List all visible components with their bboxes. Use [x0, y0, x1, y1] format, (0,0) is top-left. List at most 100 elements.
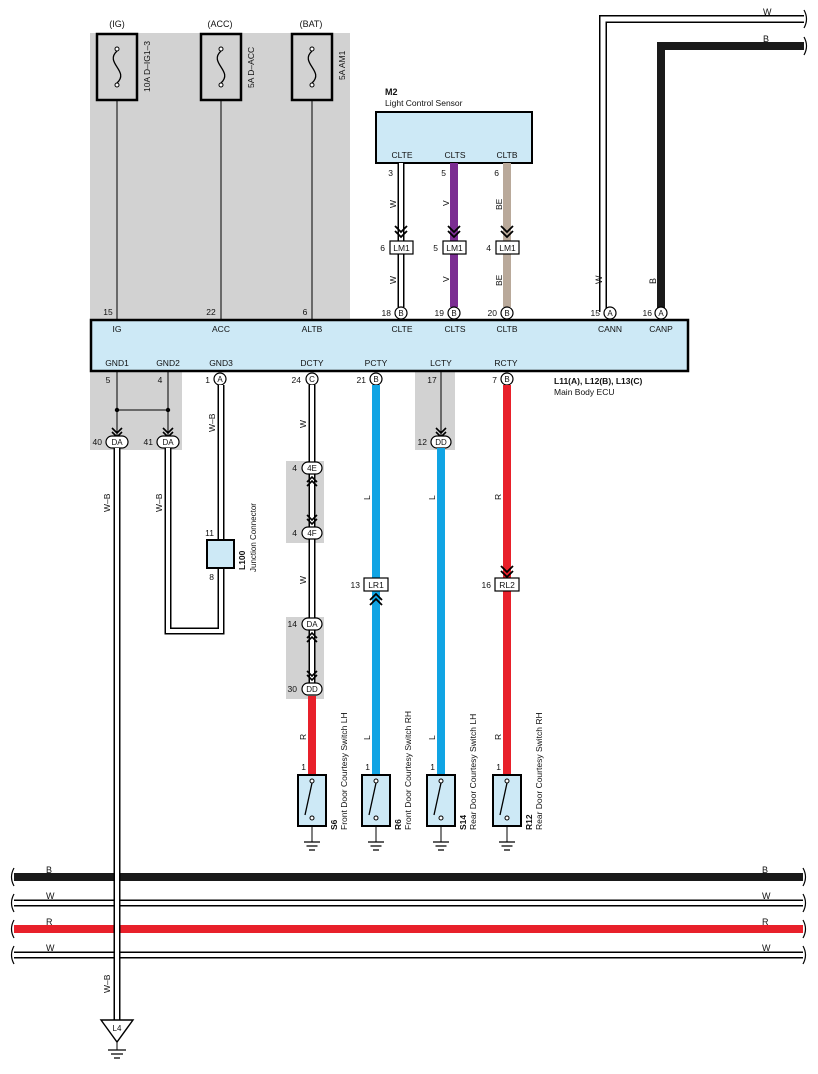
sensor-pin-number: 3 [388, 168, 393, 178]
chevron-down-icon [306, 514, 318, 526]
switch-code: S14 [458, 815, 468, 830]
connector-id: A [607, 309, 613, 318]
bus-label-left: B [46, 865, 52, 875]
switch-name: Front Door Courtesy Switch RH [403, 711, 413, 830]
ground-icon [368, 841, 384, 851]
ecu-bottom-pin-number: 17 [427, 375, 437, 385]
joint-id: DA [111, 438, 123, 447]
switch-s14: 1 S14 Rear Door Courtesy Switch LH [426, 714, 478, 851]
joint-connector [301, 526, 323, 540]
lm1-pin: 5 [433, 243, 438, 253]
can-w-wire-fill [600, 16, 804, 312]
ecu-pin-label: CLTS [444, 324, 465, 334]
joint-pin: 14 [288, 619, 298, 629]
wire-color-label: R [493, 734, 503, 740]
joint-connector [301, 461, 323, 475]
wire-color-label: W [388, 200, 398, 208]
pcty-circuit: L L LR1 13 [351, 385, 389, 775]
connector-circle [603, 306, 617, 320]
sensor-pin-label: CLTE [391, 150, 412, 160]
bus-label-left: R [46, 917, 53, 927]
gnd2-to-junction-wire-fill [166, 448, 223, 633]
switch-lever-icon [304, 782, 313, 816]
ecu-pin-label: IG [113, 324, 122, 334]
ecu-top-pin-number: 18 [382, 308, 392, 318]
connector-id: B [504, 375, 509, 384]
bus-label-left: W [46, 943, 55, 953]
ground-icon [499, 841, 515, 851]
wire-color-label: BE [494, 274, 504, 286]
fuse-terminal [309, 46, 315, 52]
connector-circle [500, 306, 514, 320]
can-w-top-label: W [763, 7, 772, 17]
switch-contact [504, 815, 510, 821]
joint-id: DA [162, 438, 174, 447]
joint-pin: 12 [418, 437, 428, 447]
sensor-pin-label: CLTS [444, 150, 465, 160]
bus-label-right: B [762, 865, 768, 875]
connector-circle [394, 306, 408, 320]
ecu-pin-label: GND3 [209, 358, 233, 368]
ecu-pin-label: RCTY [494, 358, 517, 368]
lr1-id: LR1 [368, 580, 384, 590]
wire-color-label: W–B [154, 493, 164, 512]
bus-label-right: W [762, 891, 771, 901]
ecu-pin-label: GND2 [156, 358, 180, 368]
chevron-up-icon [306, 475, 318, 487]
wire-color-label: W [298, 420, 308, 428]
ecu-top-pin-number: 15 [103, 307, 113, 317]
fuse-element-icon [307, 50, 317, 84]
connector-id: B [451, 309, 456, 318]
can-w-wire-outline [599, 15, 804, 312]
switch-code: R12 [524, 814, 534, 830]
can-b-side-label: B [648, 278, 658, 284]
chevron-down-icon [306, 670, 318, 682]
ecu-top-pin-number: 22 [206, 307, 216, 317]
sensor-wires: 3 5 6 W V BE W V BE LM1 6 LM1 5 LM1 4 [380, 163, 520, 307]
connector-id: B [504, 309, 509, 318]
connector-id: C [309, 375, 315, 384]
joint-pin: 40 [93, 437, 103, 447]
ecu-top-pin-number: 19 [435, 308, 445, 318]
rl2-connector [494, 577, 520, 592]
ecu-top-pin-number: 6 [303, 307, 308, 317]
joint-pin: 4 [292, 528, 297, 538]
fuse-feed-ig: (IG) [109, 19, 125, 29]
can-lines: W B W B [594, 7, 808, 312]
switch-lever-icon [499, 782, 508, 816]
lm1-connector [442, 240, 467, 255]
can-w-side-label: W [594, 275, 604, 284]
door-switches: 1 S6 Front Door Courtesy Switch LH 1 R6 … [297, 711, 544, 851]
break-mark-w [803, 9, 808, 29]
ecu-bottom-pin-number: 4 [158, 375, 163, 385]
switch-r12: 1 R12 Rear Door Courtesy Switch RH [492, 712, 544, 851]
wire-color-label: W [298, 576, 308, 584]
ecu-pin-label: ALTB [302, 324, 323, 334]
joint-id: 4E [307, 464, 317, 473]
ecu-pin-label: ACC [212, 324, 230, 334]
chevron-down-icon [394, 225, 408, 239]
wire-color-label: R [298, 734, 308, 740]
chevron-down-icon [500, 565, 514, 579]
ecu-bottom-pin-number: 24 [292, 375, 302, 385]
lm1-id: LM1 [499, 243, 516, 253]
sensor-pin-number: 6 [494, 168, 499, 178]
sensor-code: M2 [385, 87, 398, 97]
fuse-ig: (IG) 10A D–IG1–3 [95, 19, 152, 320]
wire-color-label: W–B [207, 413, 217, 432]
joint-pin: 41 [144, 437, 154, 447]
switch-contact [373, 815, 379, 821]
bus-lines: B B W W R R W W [10, 865, 807, 965]
wire-color-label: V [441, 200, 451, 206]
ecu-bottom-pin-number: 1 [205, 375, 210, 385]
lr1-pin: 13 [351, 580, 361, 590]
ecu-top-pin-number: 16 [643, 308, 653, 318]
fuse-terminal [309, 82, 315, 88]
ground-triangle-icon [99, 1019, 135, 1044]
ground-point-l4: L4 [99, 1019, 135, 1059]
connector-id: A [658, 309, 664, 318]
joint-id: DD [306, 685, 318, 694]
connector-circle [447, 306, 461, 320]
can-b-wire [657, 42, 804, 312]
